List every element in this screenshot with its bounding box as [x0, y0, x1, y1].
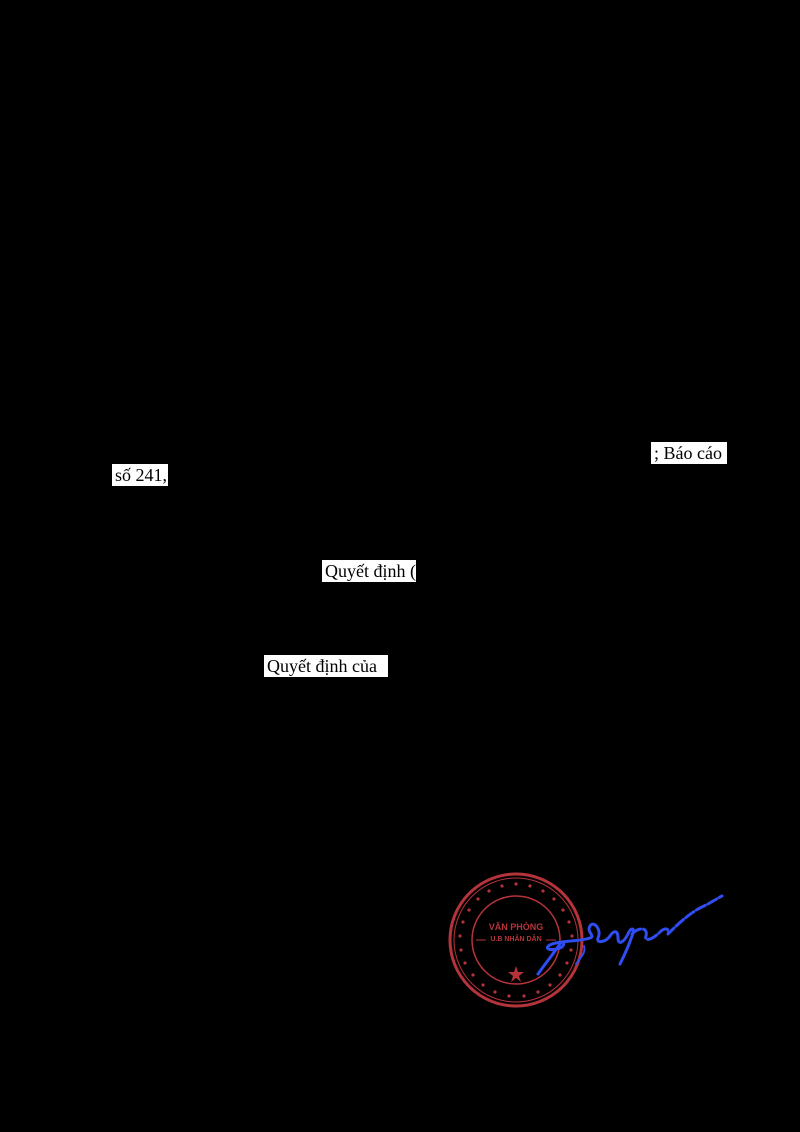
- seal-text-line1: VĂN PHÒNG: [488, 922, 544, 932]
- signature-icon: [536, 894, 724, 976]
- text-fragment-quyet-dinh-cua: Quyết định của: [264, 655, 388, 677]
- text-fragment-so-241: số 241,: [112, 464, 168, 486]
- text-fragment-bao-cao: ; Báo cáo: [651, 442, 727, 464]
- text-fragment-quyet-dinh: Quyết định (: [322, 560, 416, 582]
- seal-text-line2: U.B NHÂN DÂN: [490, 936, 542, 943]
- handwritten-signature: [520, 886, 724, 976]
